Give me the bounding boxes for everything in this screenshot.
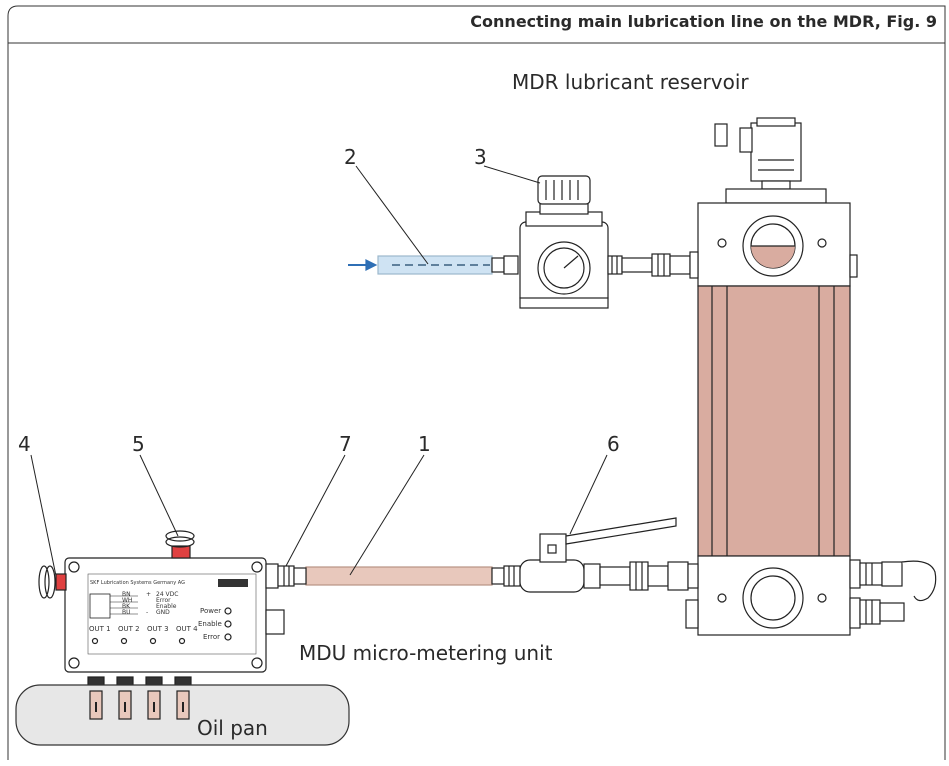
callout-3: 3 <box>474 145 487 169</box>
callout-4: 4 <box>18 432 31 456</box>
indicator-power: Power <box>200 607 222 615</box>
oil-pan-label: Oil pan <box>197 716 268 740</box>
output-4: OUT 4 <box>176 625 198 633</box>
wire-code-2: WH <box>122 597 133 604</box>
callout-7: 7 <box>339 432 352 456</box>
mdu-label: MDU micro-metering unit <box>299 641 553 665</box>
wire-sign-4: - <box>146 609 149 616</box>
wire-code-1: BN <box>122 591 131 598</box>
reservoir <box>685 117 937 636</box>
wire-sign-1: + <box>146 591 152 598</box>
output-3: OUT 3 <box>147 625 169 633</box>
main-line <box>305 517 699 593</box>
indicator-error: Error <box>203 633 221 641</box>
callout-5: 5 <box>132 432 145 456</box>
air-supply <box>348 175 699 309</box>
output-2: OUT 2 <box>118 625 140 633</box>
figure-title: Connecting main lubrication line on the … <box>470 12 937 31</box>
main-tube <box>305 566 493 586</box>
mdu-brand: SKF Lubrication Systems Germany AG <box>90 580 185 586</box>
callout-6: 6 <box>607 432 620 456</box>
callout-leaders <box>30 165 608 577</box>
frame-corner <box>7 5 19 17</box>
reservoir-label: MDR lubricant reservoir <box>512 70 749 94</box>
callout-1: 1 <box>418 432 431 456</box>
wire-code-3: BK <box>122 603 131 610</box>
signal-3: Enable <box>156 603 177 610</box>
callout-2: 2 <box>344 145 357 169</box>
signal-2: Error <box>156 597 171 604</box>
indicator-enable: Enable <box>198 620 222 628</box>
signal-1: 24 VDC <box>156 591 179 598</box>
wire-code-4: BU <box>122 609 131 616</box>
frame-border <box>7 5 946 760</box>
signal-4: GND <box>156 609 170 616</box>
output-1: OUT 1 <box>89 625 111 633</box>
